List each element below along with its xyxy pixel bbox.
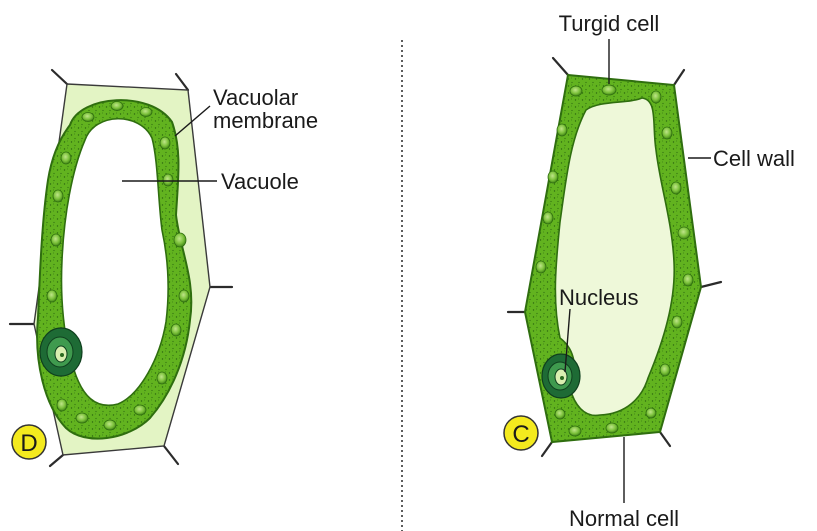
wall-stub [660, 432, 670, 446]
wall-stub [674, 70, 684, 85]
wall-stub [164, 446, 178, 464]
wall-stub [52, 70, 67, 84]
panel-badge-d: D [12, 425, 46, 459]
nucleus-d [40, 328, 82, 376]
panel-d: D Vacuolar membrane Vacuole [10, 70, 318, 466]
panel-badge-c: C [504, 416, 538, 450]
wall-stub [50, 455, 63, 466]
nucleus-c [542, 354, 580, 398]
panel-c: C Turgid cell Cell wall Nucleus Normal c… [504, 11, 795, 531]
wall-stub [176, 74, 188, 90]
label-vacuolar-membrane-2: membrane [213, 108, 318, 133]
label-vacuolar-membrane-1: Vacuolar [213, 85, 298, 110]
label-normal-cell: Normal cell [569, 506, 679, 531]
label-turgid-cell: Turgid cell [559, 11, 660, 36]
label-cell-wall: Cell wall [713, 146, 795, 171]
wall-stub [542, 442, 552, 456]
badge-c-letter: C [512, 421, 529, 448]
label-nucleus: Nucleus [559, 285, 638, 310]
label-vacuole: Vacuole [221, 169, 299, 194]
badge-d-letter: D [20, 430, 37, 457]
wall-stub [553, 58, 568, 75]
wall-stub [701, 282, 721, 287]
